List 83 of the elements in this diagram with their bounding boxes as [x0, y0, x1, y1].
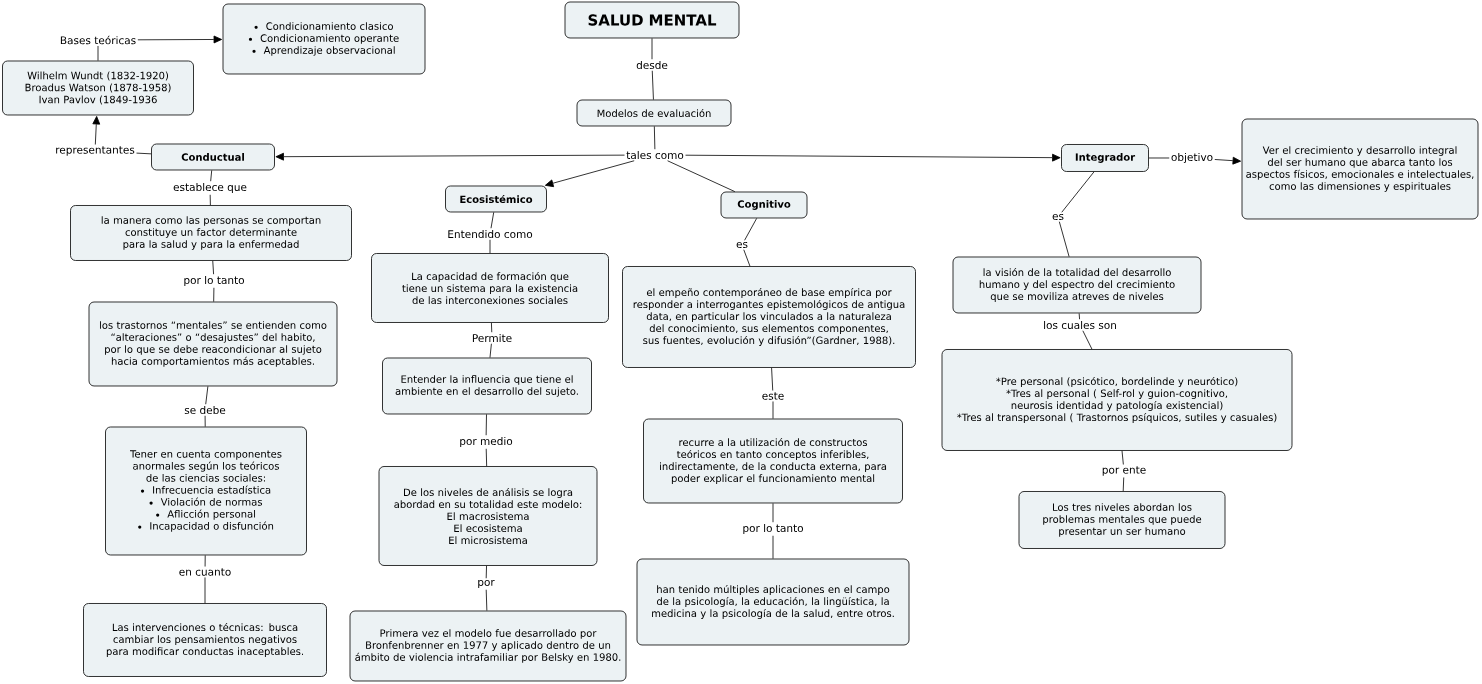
arrow [92, 115, 101, 145]
linking-phrase: por medio [457, 435, 515, 449]
arrow [1214, 156, 1242, 165]
connector-line [485, 589, 488, 611]
concept-box: Integrador [1061, 144, 1149, 172]
connector-line [204, 415, 206, 427]
connector-line [1058, 221, 1070, 257]
connector-line [485, 414, 487, 436]
concept-box: la manera como las personas se comportan constituye un factor determinante para la salud y para la enfermedad [70, 205, 352, 261]
arrow [544, 160, 635, 188]
connector-line [97, 45, 99, 61]
connector-line [771, 367, 774, 391]
connector-line [1078, 313, 1080, 320]
connector-line [136, 152, 152, 155]
connector-line [485, 565, 487, 579]
connector-line [210, 170, 213, 182]
connector-line [491, 322, 493, 333]
concept-box: la visión de la totalidad del desarrollo humano y del espectro del crecimiento que se moviliza atreves de niveles [952, 256, 1202, 314]
concept-box: los trastornos “mentales” se entienden como “alteraciones” o “desajustes” del habito, por lo que se debe reacondicionar al sujeto hacia comportamientos más aceptables. [88, 301, 338, 387]
arrow [137, 35, 223, 44]
connector-line [744, 218, 758, 241]
concept-box: el empeño contemporáneo de base empírica por responder a interrogantes epistemológicos de antigua data, en particular los vinculados a la naturaleza del conocimiento, sus elementos componentes, sus fuentes, evolución y difusión”(Gardner, 1988). [622, 266, 916, 368]
concept-box: recurre a la utilización de constructos teóricos en tanto conceptos inferibles, indirectamente, de la conducta externa, para poder explicar el funcionamiento mental [643, 418, 903, 504]
connector-line [205, 386, 209, 405]
connector-line [489, 239, 491, 254]
concept-box: *Pre personal (psicótico, bordelinde y neurótico) *Tres al personal ( Self-rol y guion-cognitivo, neurosis identidad y patología existencial) *Tres al transpersonal ( Trastornos psíquicos, sutiles y casuales) [941, 349, 1293, 451]
linking-phrase: por lo tanto [181, 274, 247, 288]
linking-phrase: por [475, 578, 497, 590]
concept-box: Las intervenciones o técnicas: busca cambiar los pensamientos negativos para modificar conductas inaceptables. [83, 603, 327, 677]
connector-line [772, 401, 774, 419]
linking-phrase: en cuanto [177, 566, 233, 578]
connector-line [212, 260, 214, 275]
connector-line [204, 555, 206, 567]
arrow [685, 153, 1061, 162]
connector-line [209, 194, 211, 206]
connector-line [489, 343, 492, 358]
linking-phrase: es [734, 240, 750, 250]
connector-line [485, 448, 488, 467]
connector-line [772, 503, 774, 523]
linking-phrase: Bases teóricas [58, 34, 138, 46]
concept-box: Cognitivo [720, 191, 808, 219]
linking-phrase: Entendido como [445, 228, 535, 240]
connector-line [667, 160, 736, 192]
concept-box: han tenido múltiples aplicaciones en el campo de la psicología, la educación, la lingüística, la medicina y la psicología de la salud, entre otros. [636, 558, 910, 646]
connector-line [213, 287, 215, 302]
title-box: SALUD MENTAL [564, 1, 740, 39]
linking-phrase: representantes [53, 144, 137, 158]
connector-line [1061, 171, 1095, 213]
concept-box: Entender la influencia que tiene el ambiente en el desarrollo del sujeto. [382, 357, 592, 415]
linking-phrase: por ente [1100, 464, 1148, 478]
connector-line [1121, 450, 1124, 465]
connector-line [204, 577, 206, 604]
connector-line [1082, 330, 1093, 350]
connector-line [1148, 157, 1170, 159]
concept-box: Modelos de evaluación [576, 99, 732, 127]
linking-phrase: se debe [182, 404, 228, 416]
linking-phrase: por lo tanto [740, 522, 806, 536]
concept-box: Ver el crecimiento y desarrollo integral del ser humano que abarca tanto los aspectos físicos, emocionales e intelectuales, como las dimensiones y espirituales [1241, 118, 1479, 220]
arrow [275, 152, 625, 161]
concept-box: Primera vez el modelo fue desarrollado por Bronfenbrenner en 1977 y aplicado dentro de un ámbito de violencia intrafamiliar por Belsky en 1980. [349, 610, 627, 682]
connector-line [651, 38, 653, 60]
linking-phrase: Permite [470, 332, 514, 344]
connector-line [490, 212, 495, 229]
concept-box: La capacidad de formación que tiene un sistema para la existencia de las interconexiones sociales [371, 253, 609, 323]
connector-line [772, 535, 774, 559]
connector-line [653, 126, 656, 150]
linking-phrase: este [760, 390, 786, 402]
linking-phrase: objetivo [1169, 151, 1215, 165]
concept-box: Wilhelm Wundt (1832-1920) Broadus Watson (1878-1958) Ivan Pavlov (1849-1936 [2, 60, 194, 116]
linking-phrase: los cuales son [1041, 319, 1119, 331]
concept-box: Condicionamiento clasico Condicionamiento operante Aprendizaje observacional [222, 3, 426, 75]
concept-box: Los tres niveles abordan los problemas mentales que puede presentar un ser humano [1018, 491, 1226, 549]
concept-box: Conductual [151, 143, 275, 171]
connector-line [743, 249, 751, 267]
concept-box: Tener en cuenta componentes anormales según los teóricos de las ciencias sociales: Infrecuencia estadística Violación de normas Aflicción personal Incapacidad o disfunción [105, 426, 307, 556]
concept-box: De los niveles de análisis se logra abordad en su totalidad este modelo: El macrosistema El ecosistema El microsistema [378, 466, 598, 566]
connector-line [1122, 477, 1125, 492]
connector-line [651, 70, 654, 100]
linking-phrase: establece que [171, 181, 249, 195]
concept-box: Ecosistémico [445, 185, 547, 213]
linking-phrase: desde [634, 59, 670, 71]
linking-phrase: es [1050, 212, 1066, 222]
linking-phrase: tales como [624, 149, 686, 161]
